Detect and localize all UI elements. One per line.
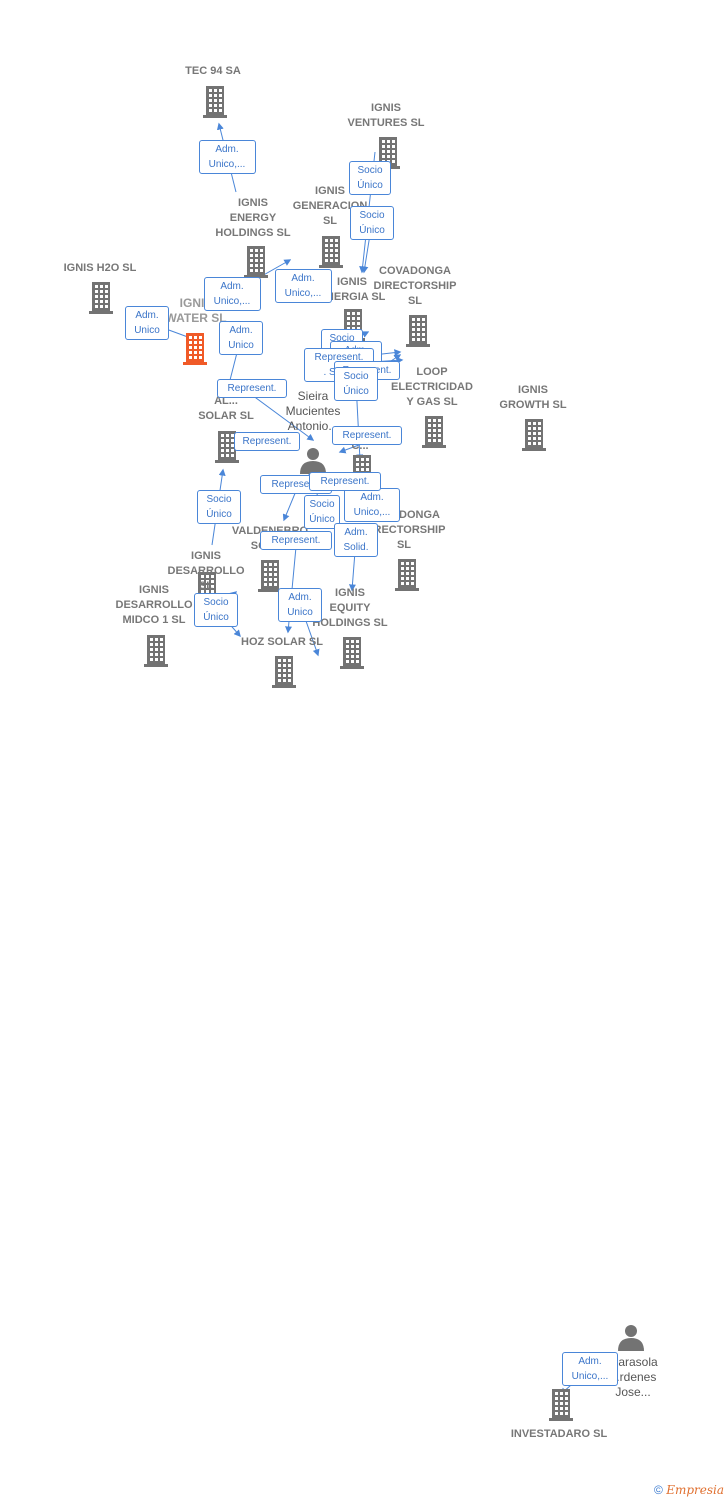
relation-badge[interactable]: Represent. — [332, 426, 402, 445]
company-building-icon[interactable] — [340, 637, 364, 669]
relation-badge[interactable]: Adm. Unico — [278, 588, 322, 622]
company-building-icon[interactable] — [244, 246, 268, 278]
company-label[interactable]: IGNIS VENTURES SL — [347, 102, 425, 129]
company-label[interactable]: IGNIS ENERGY HOLDINGS SL — [215, 197, 291, 239]
person-label[interactable]: Sieira Mucientes Antonio... — [285, 389, 341, 433]
brand-logo[interactable]: Empresia — [666, 1483, 724, 1497]
person-icon[interactable] — [618, 1325, 644, 1351]
relation-badge[interactable]: Adm. Unico,... — [344, 488, 400, 522]
company-building-icon[interactable] — [406, 315, 430, 347]
company-label[interactable]: IGNIS GENERACION SL — [292, 185, 368, 227]
company-building-icon[interactable] — [215, 431, 239, 463]
company-label[interactable]: INVESTADARO SL — [510, 1428, 608, 1440]
relation-edge — [282, 490, 297, 522]
copyright-icon: © — [654, 1483, 663, 1497]
relation-badge[interactable]: Socio Único — [334, 367, 378, 401]
relation-badge[interactable]: Adm. Unico,... — [203, 277, 261, 311]
relation-badge[interactable]: Socio Único — [349, 161, 391, 195]
relation-badge[interactable]: Adm. Unico — [219, 321, 263, 355]
icons-layer — [89, 86, 644, 1421]
relation-badge[interactable]: Adm. Unico,... — [562, 1352, 618, 1386]
company-building-icon[interactable] — [422, 416, 446, 448]
relation-badge[interactable]: Adm. Unico — [125, 306, 169, 340]
main-company-building-icon[interactable] — [183, 333, 207, 365]
person-icon[interactable] — [300, 448, 326, 474]
company-label[interactable]: COVADONGA DIRECTORSHIP SL — [373, 265, 457, 307]
footer: © Empresia — [654, 1483, 724, 1497]
company-building-icon[interactable] — [395, 559, 419, 591]
company-building-icon[interactable] — [549, 1389, 573, 1421]
company-building-icon[interactable] — [203, 86, 227, 118]
relation-badge[interactable]: Represent. — [217, 379, 287, 398]
company-label[interactable]: IGNIS DESARROLLO SL — [167, 550, 245, 592]
relation-badge[interactable]: Adm. Solid. — [334, 523, 378, 557]
company-label[interactable]: TEC 94 SA — [185, 65, 241, 77]
relation-badge[interactable]: Socio Único — [197, 490, 241, 524]
relation-badge[interactable]: Represent. — [260, 531, 332, 550]
relation-badge[interactable]: Represent. — [309, 472, 381, 491]
relation-edge — [251, 394, 315, 441]
company-label[interactable]: LOOP ELECTRICIDAD Y GAS SL — [391, 366, 473, 408]
person-label[interactable]: ...arasola ...rdenes Jose... — [608, 1355, 658, 1399]
company-building-icon[interactable] — [258, 560, 282, 592]
company-label[interactable]: HOZ SOLAR SL — [241, 636, 323, 648]
relation-badge[interactable]: Represent. — [234, 432, 300, 451]
company-building-icon[interactable] — [319, 236, 343, 268]
relation-badge[interactable]: Socio Único — [350, 206, 394, 240]
relation-badge[interactable]: Adm. Unico,... — [198, 140, 256, 174]
company-building-icon[interactable] — [144, 635, 168, 667]
relation-badge[interactable]: Socio Único — [194, 593, 238, 627]
company-building-icon[interactable] — [272, 656, 296, 688]
company-label[interactable]: IGNIS EQUITY HOLDINGS SL — [312, 587, 388, 629]
company-building-icon[interactable] — [522, 419, 546, 451]
company-label[interactable]: AL... SOLAR SL — [198, 395, 254, 422]
company-label[interactable]: IGNIS GROWTH SL — [499, 384, 567, 411]
relation-badge[interactable]: Adm. Unico,... — [274, 269, 332, 303]
company-label[interactable]: IGNIS H2O SL — [63, 262, 137, 274]
company-building-icon[interactable] — [89, 282, 113, 314]
company-label[interactable]: IGNIS DESARROLLO MIDCO 1 SL — [115, 584, 193, 626]
